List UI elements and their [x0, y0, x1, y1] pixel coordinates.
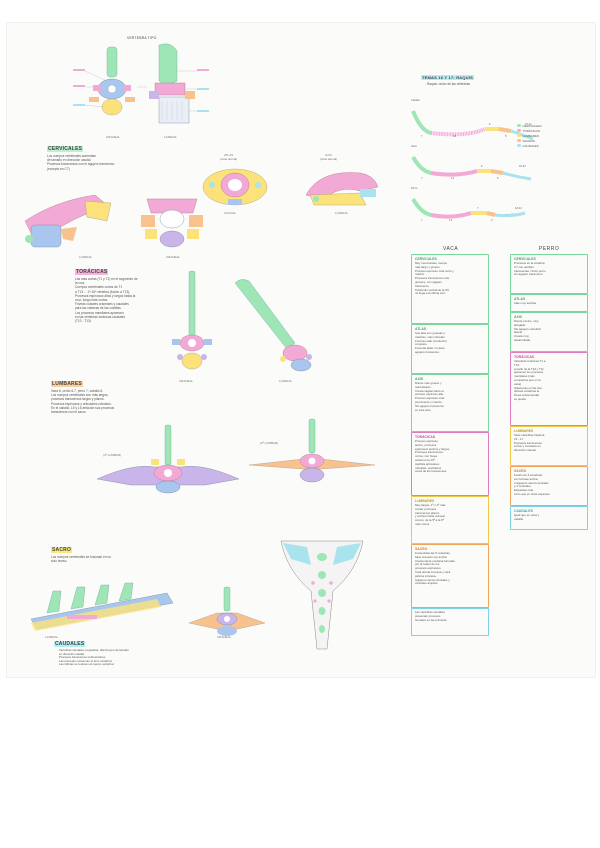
caudales-heading: CAUDALES — [54, 641, 86, 647]
atlas-figure — [202, 168, 268, 206]
vaca-n1: 7 — [421, 177, 423, 180]
cervicales-note: Los cuerpos vertebrales aumentan de tama… — [47, 154, 115, 171]
legend-lumbares: LUMBARES — [517, 133, 541, 138]
caballo-n5: 15-21 — [525, 123, 532, 126]
vaca-n3: 6 — [481, 165, 483, 168]
perro-atlas-box: ATLAS Alas muy anchas. — [510, 294, 588, 312]
spine-vaca-curve — [411, 155, 532, 181]
sacrum-lateral-figure — [30, 582, 174, 631]
perro-cervicales-box: CERVICALES Procesos en la vértebra C7 co… — [510, 254, 588, 294]
thoracic-lateral-figure — [234, 279, 312, 372]
lumbares-note: Vaca 6, cerdo 6-7, perro 7, caballo 6. L… — [51, 389, 115, 415]
perro-caudales-box: CAUDALES Igual que en vaca y caballo. — [510, 506, 588, 530]
formula-title: TEMAS 16 Y 17: RAQUIS — [421, 75, 474, 80]
species-caballo-label: Caballo — [411, 99, 420, 102]
cervical-lateral-label: LATERAL — [79, 255, 93, 259]
vaca-cervicales-box: CERVICALES Muy musculosas, cuerpo más la… — [411, 254, 489, 324]
axis-figure — [305, 172, 379, 206]
caballo-n4: 5 — [505, 135, 507, 138]
perro-toracicas-box: TORÁCICAS Vértebras torácicas T1 a T13. … — [510, 352, 588, 426]
cervicales-heading: CERVICALES — [47, 146, 84, 152]
perro-lumbares-box: LUMBARES Siete vértebras hasta la L5 - L… — [510, 426, 588, 466]
lumbar-l4-figure — [96, 424, 240, 494]
note-page: VERTEBRA TIPO CRANEAL LATERAL — [6, 22, 596, 678]
spine-perro-curve — [411, 197, 526, 219]
vaca-caudales-box: Las vértebras caudales presentan proceso… — [411, 608, 489, 636]
caballo-n1: 7 — [421, 135, 423, 138]
caudales-note: Vértebras caudales: pequeñas, disminuyen… — [59, 648, 129, 667]
formula-subtitle: - Raquis: unión de las vértebras — [425, 82, 471, 86]
legend-cervicales: CERVICALES — [517, 123, 541, 128]
perro-column-title: PERRO — [539, 246, 560, 252]
vertebra-tipo-title: VERTEBRA TIPO — [127, 36, 157, 40]
vaca-n5: 18-20 — [519, 165, 526, 168]
axis-lateral-label: LATERAL — [335, 211, 349, 215]
toracicas-note: Las más cortas (T1 y T2) en el segmento … — [75, 277, 138, 324]
vaca-n4: 5 — [497, 177, 499, 180]
sacrum-cranial-figure — [188, 586, 266, 636]
sacrum-cranial-label: CRANEAL — [217, 635, 232, 639]
thoracic-cranial-label: CRANEAL — [179, 379, 194, 383]
thoracic-cranial-figure — [172, 270, 212, 370]
vaca-sacro-box: SACRO Fusionadas las 5 vértebras, base c… — [411, 544, 489, 608]
cervical-lateral-figure — [24, 194, 112, 248]
vaca-n2: 13 — [451, 177, 454, 180]
vaca-toracicas-box: TORÁCICAS Proceso espinoso ancho, proces… — [411, 432, 489, 496]
thoracic-lateral-label: LATERAL — [279, 379, 293, 383]
vt-label-lateral: LATERAL — [164, 135, 178, 139]
toracicas-heading: TORÁCICAS — [75, 269, 109, 275]
vaca-axis-box: AXIS Diente más grueso y redondeado. Cre… — [411, 374, 489, 432]
formula-legend: CERVICALES TORÁCICAS LUMBARES SACRAS CAU… — [517, 123, 541, 148]
species-perro-label: Perro — [411, 187, 418, 190]
caballo-n2: 18 — [453, 135, 456, 138]
lumbar-l2-figure — [248, 418, 376, 483]
species-vaca-label: Vaca — [411, 145, 417, 148]
legend-caudales: CAUDALES — [517, 143, 541, 148]
lumbares-heading: LUMBARES — [51, 381, 83, 387]
perro-n2: 13 — [449, 219, 452, 222]
perro-n3: 7 — [477, 207, 479, 210]
spine-caballo-curve — [411, 110, 534, 141]
vertebra-tipo-figures — [73, 43, 209, 124]
atlas-label: ATLAS (vista dorsal) — [220, 153, 238, 161]
vaca-atlas-box: ATLAS Sus alas son gruesas y macizas, má… — [411, 324, 489, 374]
vertebral-formula-diagram: Caballo 7 18 6 5 15-21 Vaca 7 13 6 5 18-… — [407, 91, 587, 231]
atlas-caudal-label: CAUDAL — [224, 211, 237, 215]
perro-axis-box: AXIS Diente cónico, muy alargado. Sin ag… — [510, 312, 588, 352]
lumbar-l2-label: (2ª LUMBAR) — [260, 441, 279, 445]
perro-n1: 7 — [421, 219, 423, 222]
vaca-column-title: VACA — [443, 246, 459, 252]
cervical-cranial-label: CRANEAL — [166, 255, 181, 259]
axis-label: AXIS (vista lateral) — [320, 153, 338, 161]
vaca-lumbares-box: LUMBARES Muy largas, 1ª y 2ª más cortas;… — [411, 496, 489, 544]
sacro-note: Los cuerpos vertebrales se fusionan en u… — [51, 555, 112, 564]
caballo-n3: 6 — [489, 123, 491, 126]
vt-label-craneal: CRANEAL — [106, 135, 121, 139]
perro-sacro-box: SACRO Fusión de 3 vértebras, con la base… — [510, 466, 588, 506]
lumbar-l4-label: (4ª LUMBAR) — [103, 453, 122, 457]
sacrum-lateral-label: LATERAL — [45, 635, 59, 639]
legend-sacras: SACRAS — [517, 138, 541, 143]
legend-toracicas: TORÁCICAS — [517, 128, 541, 133]
sacro-heading: SACRO — [51, 547, 73, 553]
perro-n5: 18-23 — [515, 207, 522, 210]
perro-n4: 3 — [491, 219, 493, 222]
sacrum-ventral-figure — [280, 540, 364, 650]
cervical-cranial-figure — [141, 198, 203, 248]
